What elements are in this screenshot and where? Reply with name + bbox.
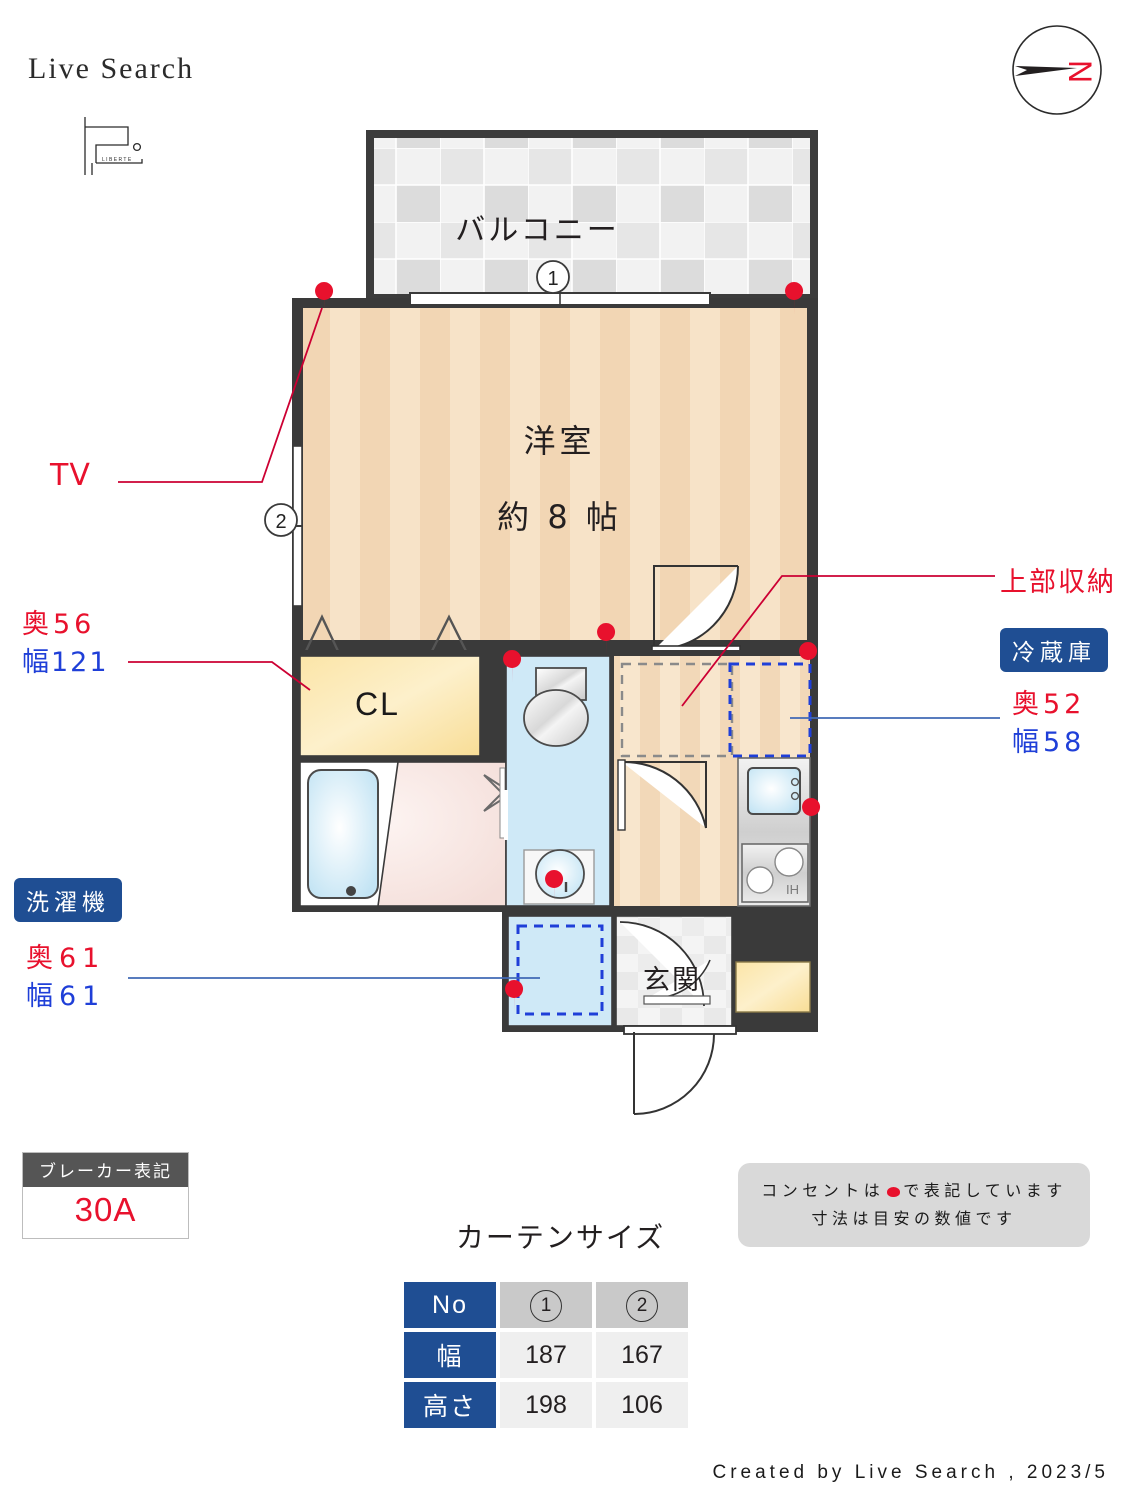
- table-row-no: No 1 2: [404, 1282, 688, 1328]
- washer-badge-label: 洗濯機: [14, 878, 122, 922]
- breaker-title: ブレーカー表記: [23, 1153, 188, 1187]
- closet-depth-annotation: 奥56: [22, 609, 96, 640]
- upper-storage-annotation: 上部収納: [1000, 567, 1116, 598]
- refrigerator-badge-label: 冷蔵庫: [1000, 628, 1108, 672]
- compass-north-label: N: [1062, 60, 1098, 83]
- kitchen-unit: IH: [737, 757, 811, 907]
- breaker-value: 30A: [74, 1191, 137, 1228]
- room-size-label: 約 8 帖: [497, 498, 622, 536]
- kitchen-sink-icon: [747, 767, 801, 815]
- ih-stove-icon: [741, 843, 809, 903]
- hall-kitchen-floor: [614, 656, 812, 906]
- curtain-header-height: 高さ: [404, 1382, 496, 1428]
- tv-annotation: TV: [50, 458, 91, 493]
- curtain-size-table: No 1 2 幅 187 167 高さ 198 106: [400, 1278, 692, 1432]
- breaker-box: ブレーカー表記 30A: [22, 1152, 189, 1239]
- entrance-area: [615, 915, 811, 1115]
- shoe-cabinet: [735, 961, 811, 1013]
- curtain-width-2: 167: [596, 1332, 688, 1378]
- svg-text:IH: IH: [786, 882, 799, 897]
- table-row-height: 高さ 198 106: [404, 1382, 688, 1428]
- washer-width-annotation: 幅61: [26, 981, 106, 1012]
- toilet-icon: [523, 689, 589, 747]
- washer-depth-annotation: 奥61: [26, 943, 106, 974]
- curtain-header-no: No: [404, 1282, 496, 1328]
- washing-machine-space: [507, 915, 613, 1027]
- footer-credit: Created by Live Search , 2023/5: [712, 1462, 1109, 1483]
- brand-title: Live Search: [28, 52, 195, 85]
- washbasin-icon: [535, 849, 585, 899]
- curtain-column-1: 1: [500, 1282, 592, 1328]
- window-marker-1: 1: [536, 260, 570, 294]
- outlet-symbol-icon: [887, 1187, 901, 1197]
- refrigerator-width-annotation: 幅58: [1012, 727, 1086, 758]
- svg-text:LIBERTE: LIBERTE: [102, 157, 133, 163]
- washer-badge: 洗濯機: [14, 878, 122, 922]
- closet-width-annotation: 幅121: [22, 647, 109, 678]
- room-name-label: 洋室: [523, 422, 596, 460]
- curtain-header-width: 幅: [404, 1332, 496, 1378]
- balcony-label: バルコニー: [455, 213, 620, 248]
- liberte-logo-icon: LIBERTE: [84, 117, 143, 175]
- table-row-width: 幅 187 167: [404, 1332, 688, 1378]
- toilet-room: [504, 655, 611, 907]
- closet-label: CL: [355, 686, 400, 722]
- curtain-height-2: 106: [596, 1382, 688, 1428]
- svg-text:1: 1: [547, 268, 558, 290]
- power-outlet-markers: [315, 282, 821, 1013]
- compass-icon: N: [1012, 25, 1102, 115]
- legend-note-box: コンセントはで表記しています 寸法は目安の数値です: [738, 1163, 1090, 1247]
- refrigerator-space-outline: [728, 662, 812, 758]
- leader-lines: [118, 307, 1000, 979]
- curtain-table-title: カーテンサイズ: [455, 1221, 666, 1254]
- main-room-area: [292, 292, 818, 654]
- refrigerator-depth-annotation: 奥52: [1012, 689, 1086, 720]
- curtain-height-1: 198: [500, 1382, 592, 1428]
- legend-note-line-2: 寸法は目安の数値です: [811, 1209, 1017, 1228]
- curtain-width-1: 187: [500, 1332, 592, 1378]
- legend-note-line-1: コンセントはで表記しています: [761, 1181, 1067, 1200]
- upper-storage-outline: [620, 662, 734, 758]
- entrance-label: 玄関: [643, 965, 701, 996]
- bathroom-area: [299, 761, 514, 907]
- refrigerator-badge: 冷蔵庫: [1000, 628, 1108, 672]
- bathtub-icon: [307, 769, 379, 899]
- curtain-column-2: 2: [596, 1282, 688, 1328]
